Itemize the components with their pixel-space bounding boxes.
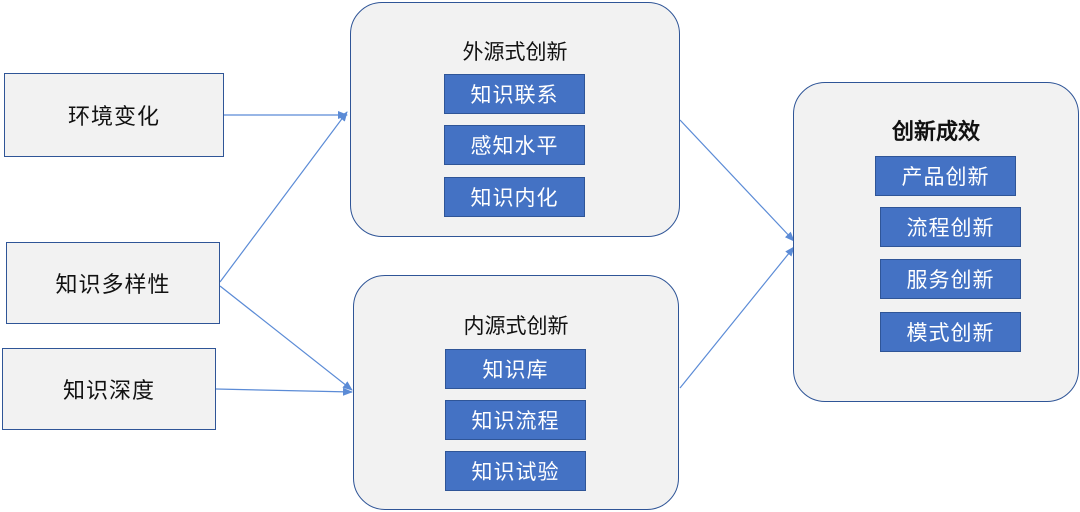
internal-item-knowledge-process: 知识流程 xyxy=(445,400,586,440)
input-knowledge-depth: 知识深度 xyxy=(2,348,216,430)
arrow-depth-to-internal xyxy=(215,387,353,396)
external-item-knowledge-internalization: 知识内化 xyxy=(444,177,585,217)
input-knowledge-diversity: 知识多样性 xyxy=(6,242,220,324)
outcome-item-process: 流程创新 xyxy=(880,207,1021,247)
arrow-internal-to-outcome xyxy=(679,246,795,389)
internal-innovation-group: 内源式创新 知识库 知识流程 知识试验 xyxy=(353,275,679,510)
outcome-item-service: 服务创新 xyxy=(880,259,1021,299)
internal-item-knowledge-base: 知识库 xyxy=(445,349,586,389)
arrow-diversity-to-internal xyxy=(219,285,353,391)
input-knowledge-diversity-label: 知识多样性 xyxy=(55,273,171,298)
input-knowledge-depth-label: 知识深度 xyxy=(62,379,155,404)
innovation-outcome-group: 创新成效 产品创新 流程创新 服务创新 模式创新 xyxy=(793,82,1079,402)
external-item-perception-level: 感知水平 xyxy=(444,125,585,165)
innovation-outcome-title: 创新成效 xyxy=(891,120,980,145)
external-item-knowledge-link: 知识联系 xyxy=(444,74,585,114)
external-innovation-title: 外源式创新 xyxy=(462,40,568,64)
internal-innovation-title: 内源式创新 xyxy=(463,314,569,338)
arrow-diversity-to-external xyxy=(219,111,348,283)
input-env-change: 环境变化 xyxy=(4,73,224,157)
arrow-external-to-outcome xyxy=(679,119,795,242)
outcome-item-model: 模式创新 xyxy=(880,312,1021,352)
internal-item-knowledge-experiment: 知识试验 xyxy=(445,451,586,491)
input-env-change-label: 环境变化 xyxy=(67,105,160,130)
external-innovation-group: 外源式创新 知识联系 感知水平 知识内化 xyxy=(350,2,680,237)
outcome-item-product: 产品创新 xyxy=(875,156,1016,196)
